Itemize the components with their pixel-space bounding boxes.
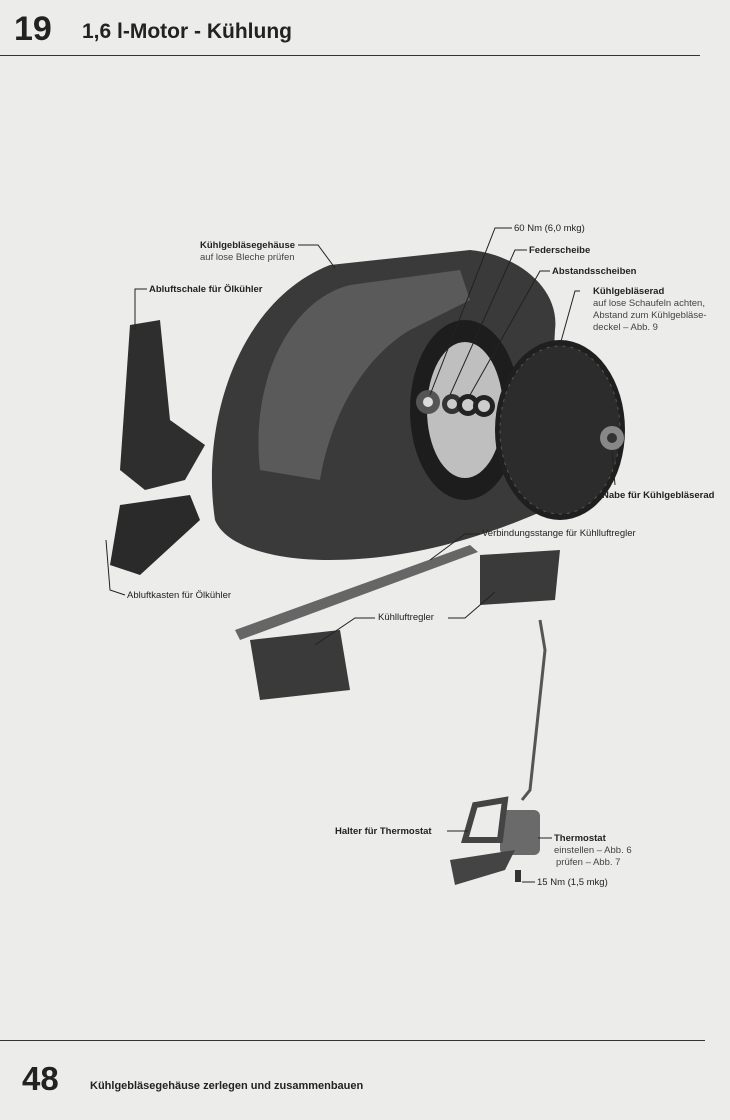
page-title: 1,6 l-Motor - Kühlung [82,20,292,43]
label-kuehlluftregler: Kühlluftregler [378,612,434,623]
label-gehaeuse-title: Kühlgebläsegehäuse [200,240,296,251]
label-halter: Halter für Thermostat [335,826,432,837]
label-note: deckel – Abb. 9 [593,322,658,333]
label-torque-60: 60 Nm (6,0 mkg) [514,223,585,234]
air-regulator [250,630,350,700]
chapter-number: 19 [14,10,52,48]
label-abluftkasten: Abluftkasten für Ölkühler [127,590,232,601]
label-torque-15: 15 Nm (1,5 mkg) [537,877,608,888]
label-note: Abstand zum Kühlgebläse- [593,310,707,321]
exhaust-box [110,495,200,575]
header-rule [0,55,700,56]
label-abluftschale: Abluftschale für Ölkühler [149,284,263,295]
label-gehaeuse: Kühlgebläsegehäuse auf lose Bleche prüfe… [200,240,295,264]
exhaust-shell [120,320,205,490]
thermostat-bracket [450,850,515,885]
connecting-rod [235,545,478,640]
label-abstandsscheiben: Abstandsscheiben [552,266,637,277]
thermostat [500,810,540,855]
label-kuehlgeblaeserad-title: Kühlgebläserad [593,286,665,297]
label-note: prüfen – Abb. 7 [556,857,621,868]
label-note: einstellen – Abb. 6 [554,845,632,856]
thermostat-rod [520,619,547,801]
footer-caption: Kühlgebläsegehäuse zerlegen und zusammen… [90,1080,364,1092]
footer-rule [0,1040,705,1041]
label-thermostat: Thermostat einstellen – Abb. 6 prüfen – … [554,833,632,869]
label-note: auf lose Schaufeln achten, [593,298,705,309]
page-number: 48 [22,1060,59,1097]
label-note: auf lose Bleche prüfen [200,252,295,263]
label-thermostat-title: Thermostat [554,833,606,844]
label-verbindungsstange: Verbindungsstange für Kühlluftregler [482,528,636,539]
label-federscheibe: Federscheibe [529,245,591,256]
label-kuehlgeblaeserad: Kühlgebläserad auf lose Schaufeln achten… [593,286,707,334]
label-nabe: Nabe für Kühlgebläserad [602,490,715,501]
